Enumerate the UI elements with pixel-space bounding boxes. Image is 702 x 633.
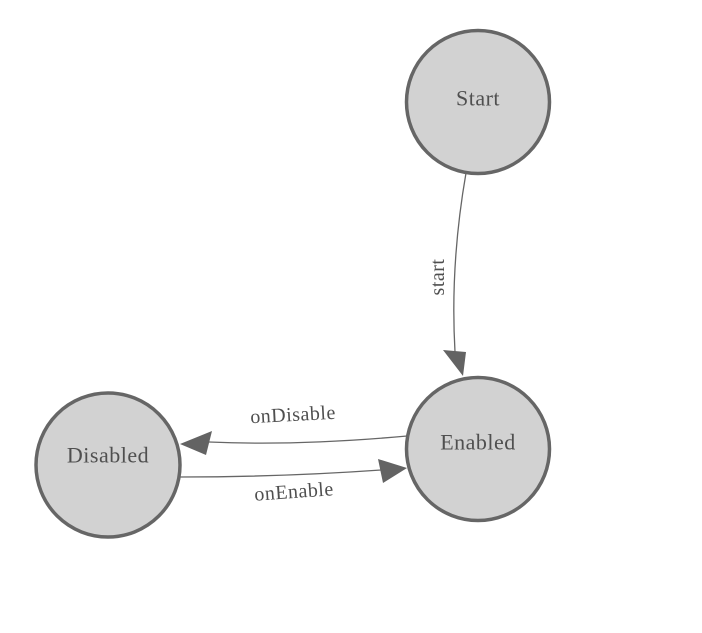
edge-enabled-to-disabled: onDisable (180, 402, 408, 455)
edge-line (453, 172, 467, 353)
node-start[interactable]: Start (404, 28, 552, 176)
node-label: Start (456, 86, 500, 111)
node-label: Disabled (67, 443, 149, 468)
state-node-circle[interactable] (404, 375, 552, 523)
arrowhead-icon (443, 350, 466, 376)
edge-label-ondisable: onDisable (250, 402, 337, 428)
node-disabled[interactable]: Disabled (34, 391, 182, 539)
node-enabled[interactable]: Enabled (404, 375, 552, 523)
node-label: Enabled (440, 430, 516, 455)
edge-line (179, 469, 382, 478)
edge-label-onenable: onEnable (254, 478, 335, 505)
edge-label-start: start (427, 259, 449, 296)
edge-start-to-enabled: start (427, 172, 467, 376)
edge-disabled-to-enabled: onEnable (179, 459, 407, 506)
arrowhead-icon (180, 431, 212, 455)
state-node-circle[interactable] (34, 391, 182, 539)
arrowhead-icon (378, 459, 407, 483)
edge-line (208, 435, 408, 444)
state-node-circle[interactable] (404, 28, 552, 176)
